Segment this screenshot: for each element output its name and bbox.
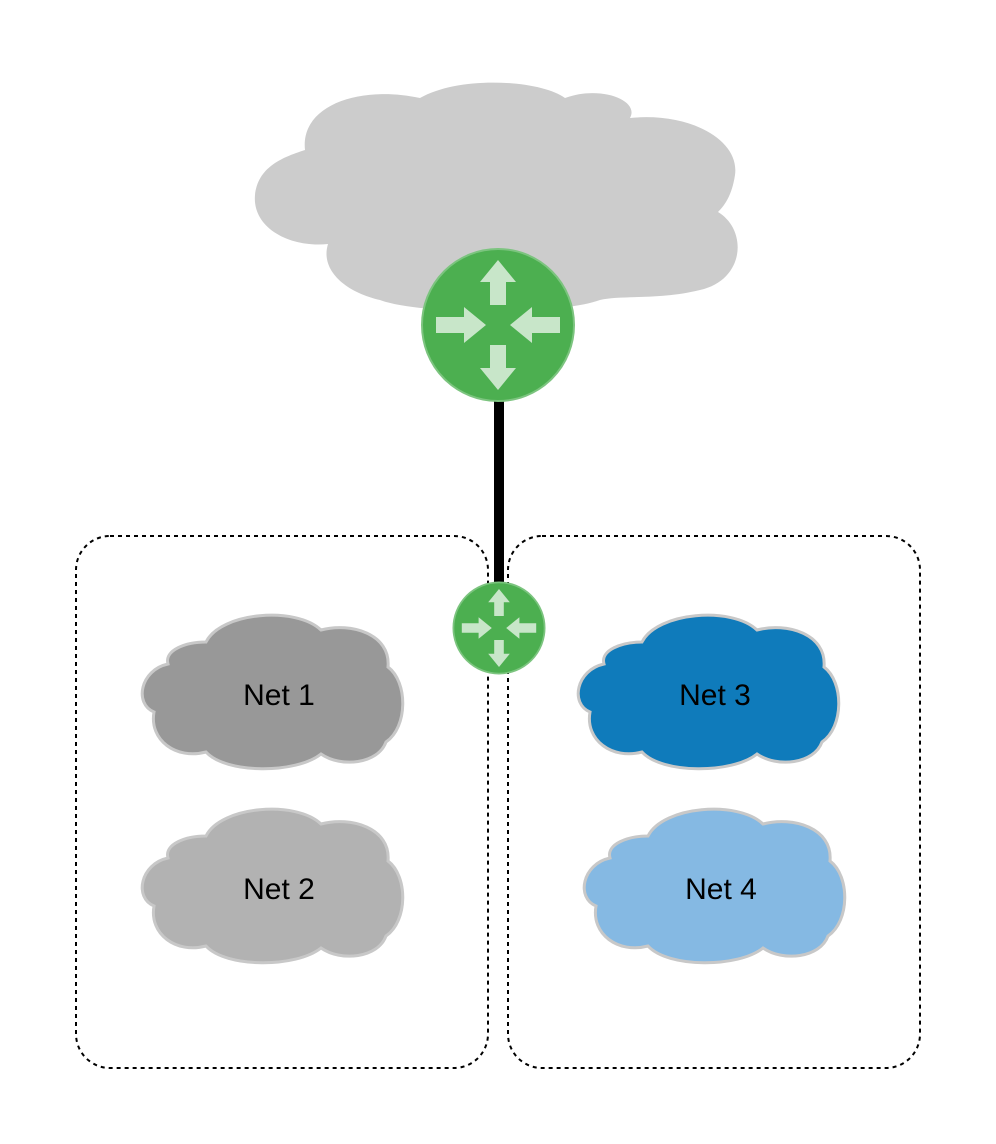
internet-cloud-icon xyxy=(254,82,738,312)
net-3-cloud: Net 3 xyxy=(576,613,841,771)
edge-router-icon xyxy=(452,581,546,675)
net-1-label: Net 1 xyxy=(243,679,315,712)
net-4-cloud: Net 4 xyxy=(582,807,847,965)
net-1-cloud: Net 1 xyxy=(140,613,405,771)
net-2-cloud: Net 2 xyxy=(140,807,405,965)
net-4-label: Net 4 xyxy=(685,873,757,906)
core-router-icon xyxy=(421,248,575,402)
group-box-left xyxy=(75,535,489,1069)
net-3-label: Net 3 xyxy=(679,679,751,712)
net-2-label: Net 2 xyxy=(243,873,315,906)
group-box-right xyxy=(507,535,921,1069)
